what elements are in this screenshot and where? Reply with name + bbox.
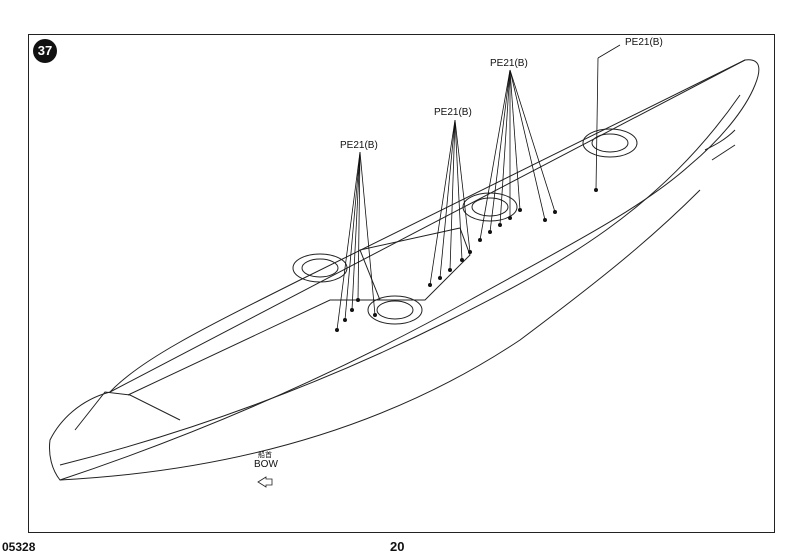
bow-label-cn: 船首: [258, 452, 272, 459]
superstructure: [359, 227, 471, 301]
instruction-frame: [28, 34, 775, 533]
deck-fittings: [335, 188, 598, 332]
pe21-leader-lines: [336, 44, 621, 331]
turret-barbette-3: [462, 192, 518, 222]
pe21-label-4: PE21(B): [625, 37, 663, 48]
deck-edge: [109, 59, 746, 393]
forecastle: [74, 391, 181, 431]
pe21-label-1: PE21(B): [340, 140, 378, 151]
pe21-label-3: PE21(B): [490, 58, 528, 69]
hull-outline: [49, 59, 760, 481]
pe21-label-2: PE21(B): [434, 107, 472, 118]
bow-label: BOW: [254, 459, 278, 470]
step-number-badge: 37: [33, 39, 57, 63]
turret-barbette-4: [582, 128, 638, 158]
turret-barbette-2: [367, 295, 423, 325]
turret-barbette-1: [292, 253, 348, 283]
page-number: 20: [390, 539, 405, 554]
bow-arrow: [257, 476, 273, 488]
product-code: 05328: [2, 540, 36, 554]
